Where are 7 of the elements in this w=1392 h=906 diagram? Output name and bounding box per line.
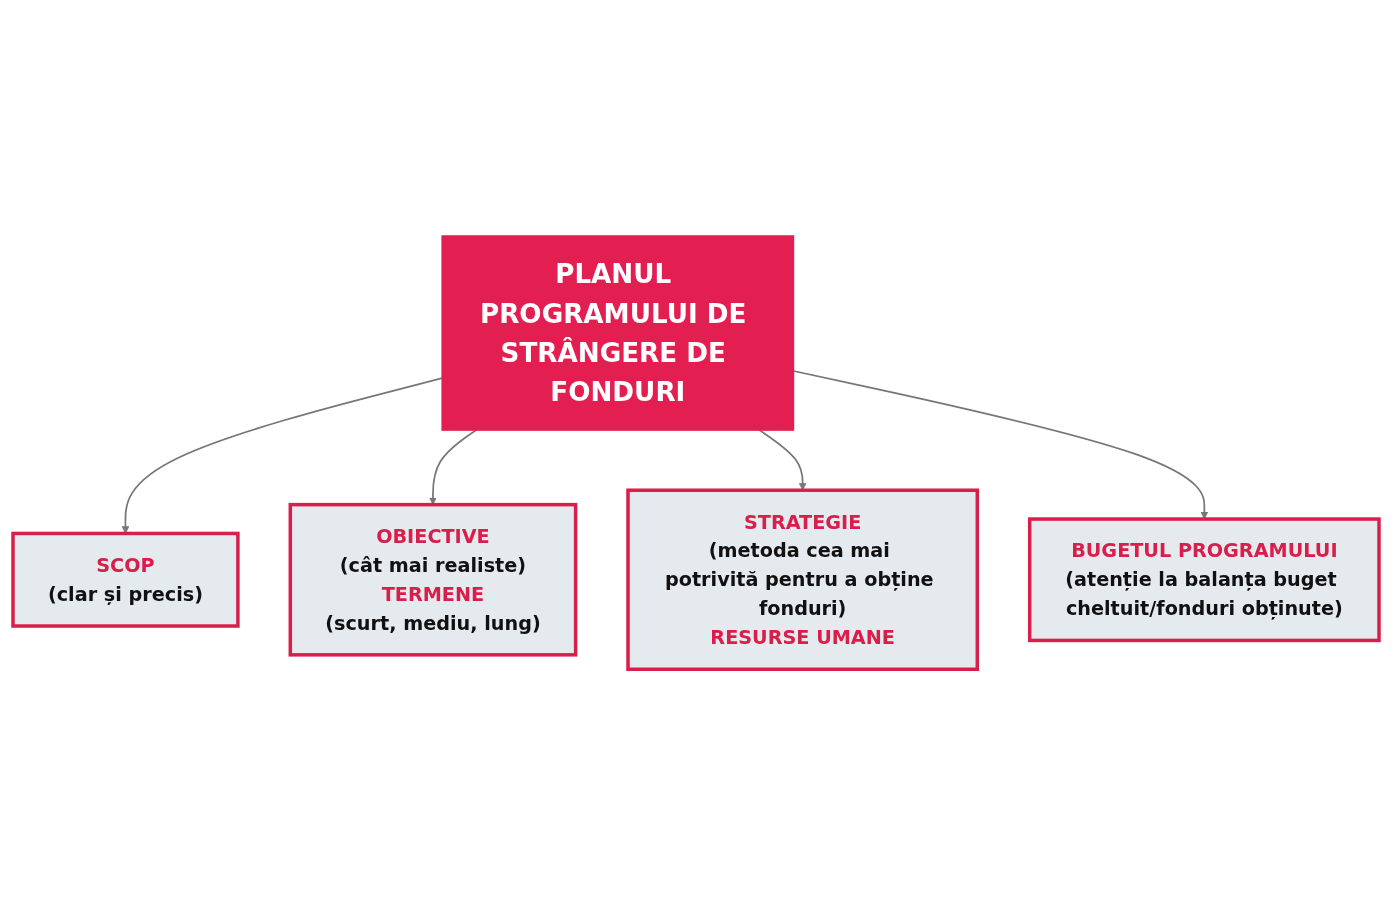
node-box: OBIECTIVE (cât mai realiste) TERMENE (scurt, mediu, lung) [288, 502, 578, 657]
arrow [429, 428, 479, 505]
arrow [757, 428, 807, 491]
node-box: PLANUL PROGRAMULUI DE STRÂNGERE DE FONDURI [441, 235, 795, 431]
node-box: BUGETUL PROGRAMULUI (atenție la balanța buget cheltuit/fonduri obținute) [1027, 517, 1381, 643]
node-box: STRATEGIE (metoda cea mai potrivită pentru a obține fonduri) RESURSE UMANE [626, 488, 980, 671]
node-box: SCOP (clar și precis) [11, 531, 240, 628]
